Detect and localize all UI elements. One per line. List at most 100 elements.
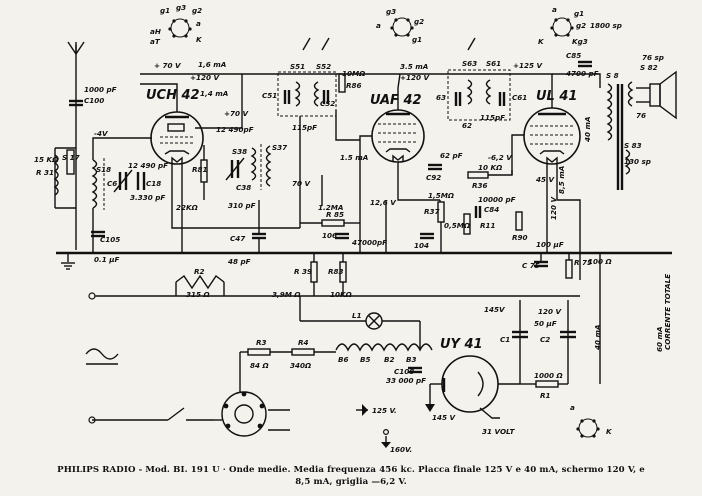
c104-label: 104 — [414, 241, 429, 250]
resistor-r86: 10MΩ R86 — [338, 69, 365, 93]
v-120-a: +120 V — [190, 73, 221, 82]
capacitor-c105: C105 0.1 µF — [91, 230, 120, 264]
s51-label: S51 — [290, 62, 305, 71]
r86-label: R86 — [346, 81, 362, 90]
tube-ul41: UL 41 — [523, 89, 581, 165]
schematic-caption-line1: PHILIPS RADIO - Mod. BI. 191 U · Onde me… — [57, 465, 645, 475]
voltage-taps: 125 V. 160V. — [356, 404, 412, 454]
r1-value: 1000 Ω — [534, 371, 563, 380]
uch42-pin-g1: g1 — [160, 6, 170, 15]
c92-label: C92 — [426, 173, 441, 182]
uaf42-pin-g2: g2 — [414, 17, 424, 26]
s63-label: S63 — [462, 59, 477, 68]
sp76-value: 76 sp — [642, 53, 664, 62]
bias-voltage: -4V — [94, 129, 109, 138]
s17-label: S 17 — [62, 153, 80, 162]
uch42-pin-ah: aH — [150, 27, 161, 36]
b3-label: B3 — [406, 355, 416, 364]
uch42-pin-g3: g3 — [176, 3, 186, 12]
uch42-pin-k: K — [196, 35, 203, 44]
r37-value: 1,5MΩ — [428, 191, 454, 200]
ul41-pin-k: K — [538, 37, 545, 46]
uch42-pinout: g1 g3 g2 a aH aT K — [150, 3, 203, 46]
c3330-value: 3.330 pF — [130, 193, 165, 202]
r85-label: R 85 — [326, 210, 344, 219]
ul41-pin-g1: g1 — [574, 9, 584, 18]
r3-label: R3 — [256, 338, 267, 347]
ul41-pinout: a g1 g2 K Kg3 — [538, 5, 588, 46]
tube-uaf42: UAF 42 — [370, 93, 425, 163]
c47-label: C47 — [230, 234, 245, 243]
uch42-wiring: + 70 V 1,6 mA +120 V 1,4 mA +70 V — [92, 60, 300, 253]
resistors-r3-r4: R3 84 Ω R4 340Ω — [239, 338, 336, 392]
speaker-icon — [636, 70, 677, 120]
r83-label: R83 — [328, 267, 344, 276]
c63-label: 63 — [436, 93, 446, 102]
capacitor-c106: 106 47000pF — [322, 231, 387, 247]
corrente-totale-value: 60 mA — [655, 326, 664, 352]
c2-label: C2 — [540, 335, 550, 344]
c84-value: 10000 pF — [478, 195, 516, 204]
ma-8-5: 8,5 mA — [557, 166, 566, 194]
ma-1-6: 1,6 mA — [198, 60, 226, 69]
c62-label: 62 — [462, 121, 472, 130]
heater-filaments: B6 B5 B2 B3 — [335, 321, 433, 364]
c85-label: C85 — [566, 51, 581, 60]
c18-label: C18 — [146, 179, 161, 188]
s38-label: S38 — [232, 147, 247, 156]
c84-label: C84 — [484, 205, 499, 214]
s8-label: S 8 — [606, 71, 619, 80]
uaf42-wiring: 3.5 mA +120 V 12,6 V — [359, 62, 440, 253]
uaf42-pin-g1: g1 — [412, 35, 422, 44]
uy41-pinout: a K — [570, 403, 613, 438]
ul41-pin-kg3: Kg3 — [572, 37, 588, 46]
c105-label: C105 — [100, 235, 120, 244]
osc-coil-s18: S18 -4V — [91, 129, 111, 253]
ma-40-b: 40 mA — [593, 324, 602, 350]
current-labels: 40 mA CORRENTE TOTALE 60 mA — [593, 253, 672, 384]
uaf42-label: UAF 42 — [370, 93, 422, 108]
b5-label: B5 — [360, 355, 370, 364]
v-70-a: + 70 V — [154, 61, 182, 70]
if-transformer-s51-s52: S51 S52 C51 C52 115pF — [262, 37, 337, 132]
ma-40: 40 mA — [583, 116, 592, 142]
uch42-pin-g2: g2 — [192, 6, 202, 15]
v-31: 31 VOLT — [482, 427, 515, 436]
ul41-label: UL 41 — [536, 89, 577, 104]
c38-label: C38 — [236, 183, 251, 192]
mains-symbol-icon — [85, 348, 119, 365]
v-160-tap: 160V. — [390, 445, 412, 454]
c100-label: C100 — [84, 96, 104, 105]
capacitor-c100: 1000 pF C100 — [69, 85, 117, 107]
c48-value: 48 pF — [228, 257, 251, 266]
r3-value: 84 Ω — [250, 361, 269, 370]
c310-value: 310 pF — [228, 201, 256, 210]
schematic-caption-line2: 8,5 mA, griglia —6,2 V. — [295, 477, 407, 487]
ul41-wiring: +125 V 45 V 120 V 8,5 mA 40 mA — [511, 61, 601, 280]
output-transformer: S 8 S 82 76 sp 76 S 83 130 sp — [606, 53, 664, 190]
s37-label: S37 — [272, 143, 287, 152]
capacitor-c47: C47 48 pF — [228, 200, 266, 266]
s18-label: S18 — [96, 165, 111, 174]
v-125-tap: 125 V. — [372, 406, 397, 415]
s52-label: S52 — [316, 62, 331, 71]
tube-uch42: UCH 42 — [146, 88, 204, 165]
mid-wiring: 70 V 1.5 mA 1.2MA — [292, 110, 368, 228]
c115a-value: 115pF — [292, 123, 317, 132]
c52-label: C52 — [320, 99, 335, 108]
antenna-icon — [67, 41, 85, 250]
uch42-pin-at: aT — [150, 37, 161, 46]
trimmer-c6-c18: C6 C18 12 490 pF 3.330 pF — [107, 161, 168, 202]
s61-label: S61 — [486, 59, 501, 68]
c6-label: C6 — [107, 179, 117, 188]
r39-label: R 39 — [294, 267, 312, 276]
corrente-totale-label: CORRENTE TOTALE — [663, 274, 672, 350]
r11-value: 0,5MΩ — [444, 221, 470, 230]
uy41-pin-k: K — [606, 427, 613, 436]
v-70-c: 70 V — [292, 179, 312, 188]
r31-label: R 31 — [36, 168, 54, 177]
uy41-label: UY 41 — [440, 337, 483, 352]
r90-label: R90 — [512, 233, 528, 242]
r2-label: R2 — [194, 267, 205, 276]
